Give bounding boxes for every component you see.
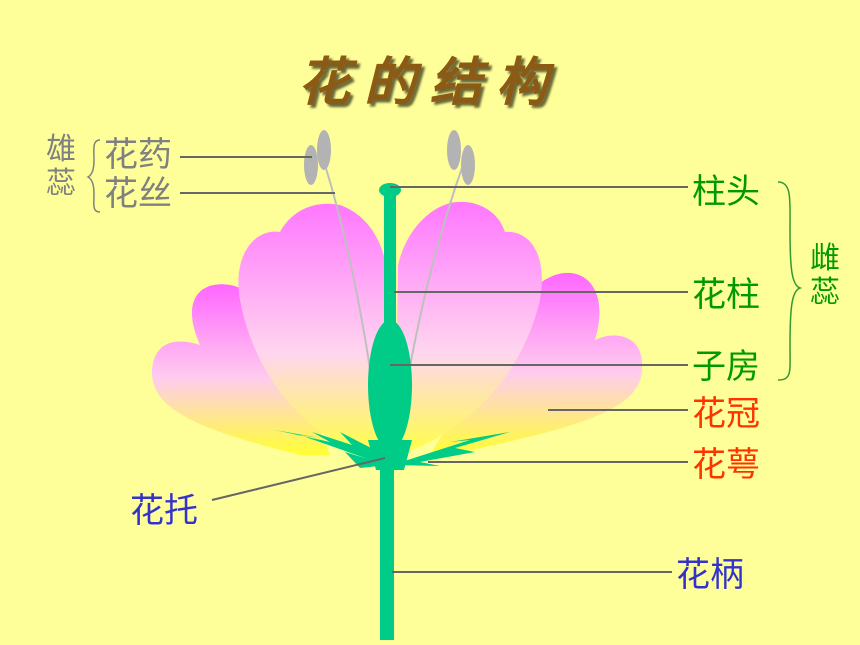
anther-label: 花药: [104, 135, 172, 175]
pistil-group-label-bottom: 蕊: [810, 275, 840, 310]
stigma: [379, 183, 401, 197]
receptacle-label: 花托: [130, 491, 198, 531]
pointer-lines: [180, 156, 688, 573]
pistil-brace-group: [777, 181, 803, 381]
stamen-group-label-bottom: 蕊: [46, 166, 76, 201]
pistil-group-label: 雌 蕊: [808, 242, 842, 310]
calyx-label: 花萼: [692, 445, 760, 485]
filament-label: 花丝: [104, 174, 172, 214]
pistil: [368, 183, 412, 470]
anther-left-2: [304, 145, 318, 185]
petal-outer-left: [151, 284, 330, 455]
pointer-receptacle: [211, 457, 386, 501]
corolla-label: 花冠: [692, 394, 760, 434]
pedicel-stem: [380, 455, 394, 640]
stamen-brace: [86, 139, 101, 213]
receptacle: [368, 440, 412, 470]
ovary-label: 子房: [692, 347, 760, 387]
anthers: [304, 130, 475, 185]
sepal-left: [275, 430, 385, 465]
sepal-right: [392, 432, 510, 466]
stigma-label: 柱头: [692, 172, 760, 212]
stamen-group-label: 雄 蕊: [44, 133, 78, 201]
pedicel-label: 花柄: [676, 555, 744, 595]
pistil-group-label-top: 雌: [810, 241, 840, 276]
anther-left-1: [317, 130, 331, 170]
style: [384, 190, 396, 340]
style-label: 花柱: [692, 275, 760, 315]
ovary: [368, 320, 412, 450]
page-title: 花的结构: [297, 53, 562, 113]
pistil-brace: [777, 181, 803, 381]
anther-right-2: [461, 145, 475, 185]
braces: [86, 139, 101, 213]
anther-right-1: [447, 130, 461, 170]
stamen-group-label-top: 雄: [46, 132, 76, 167]
